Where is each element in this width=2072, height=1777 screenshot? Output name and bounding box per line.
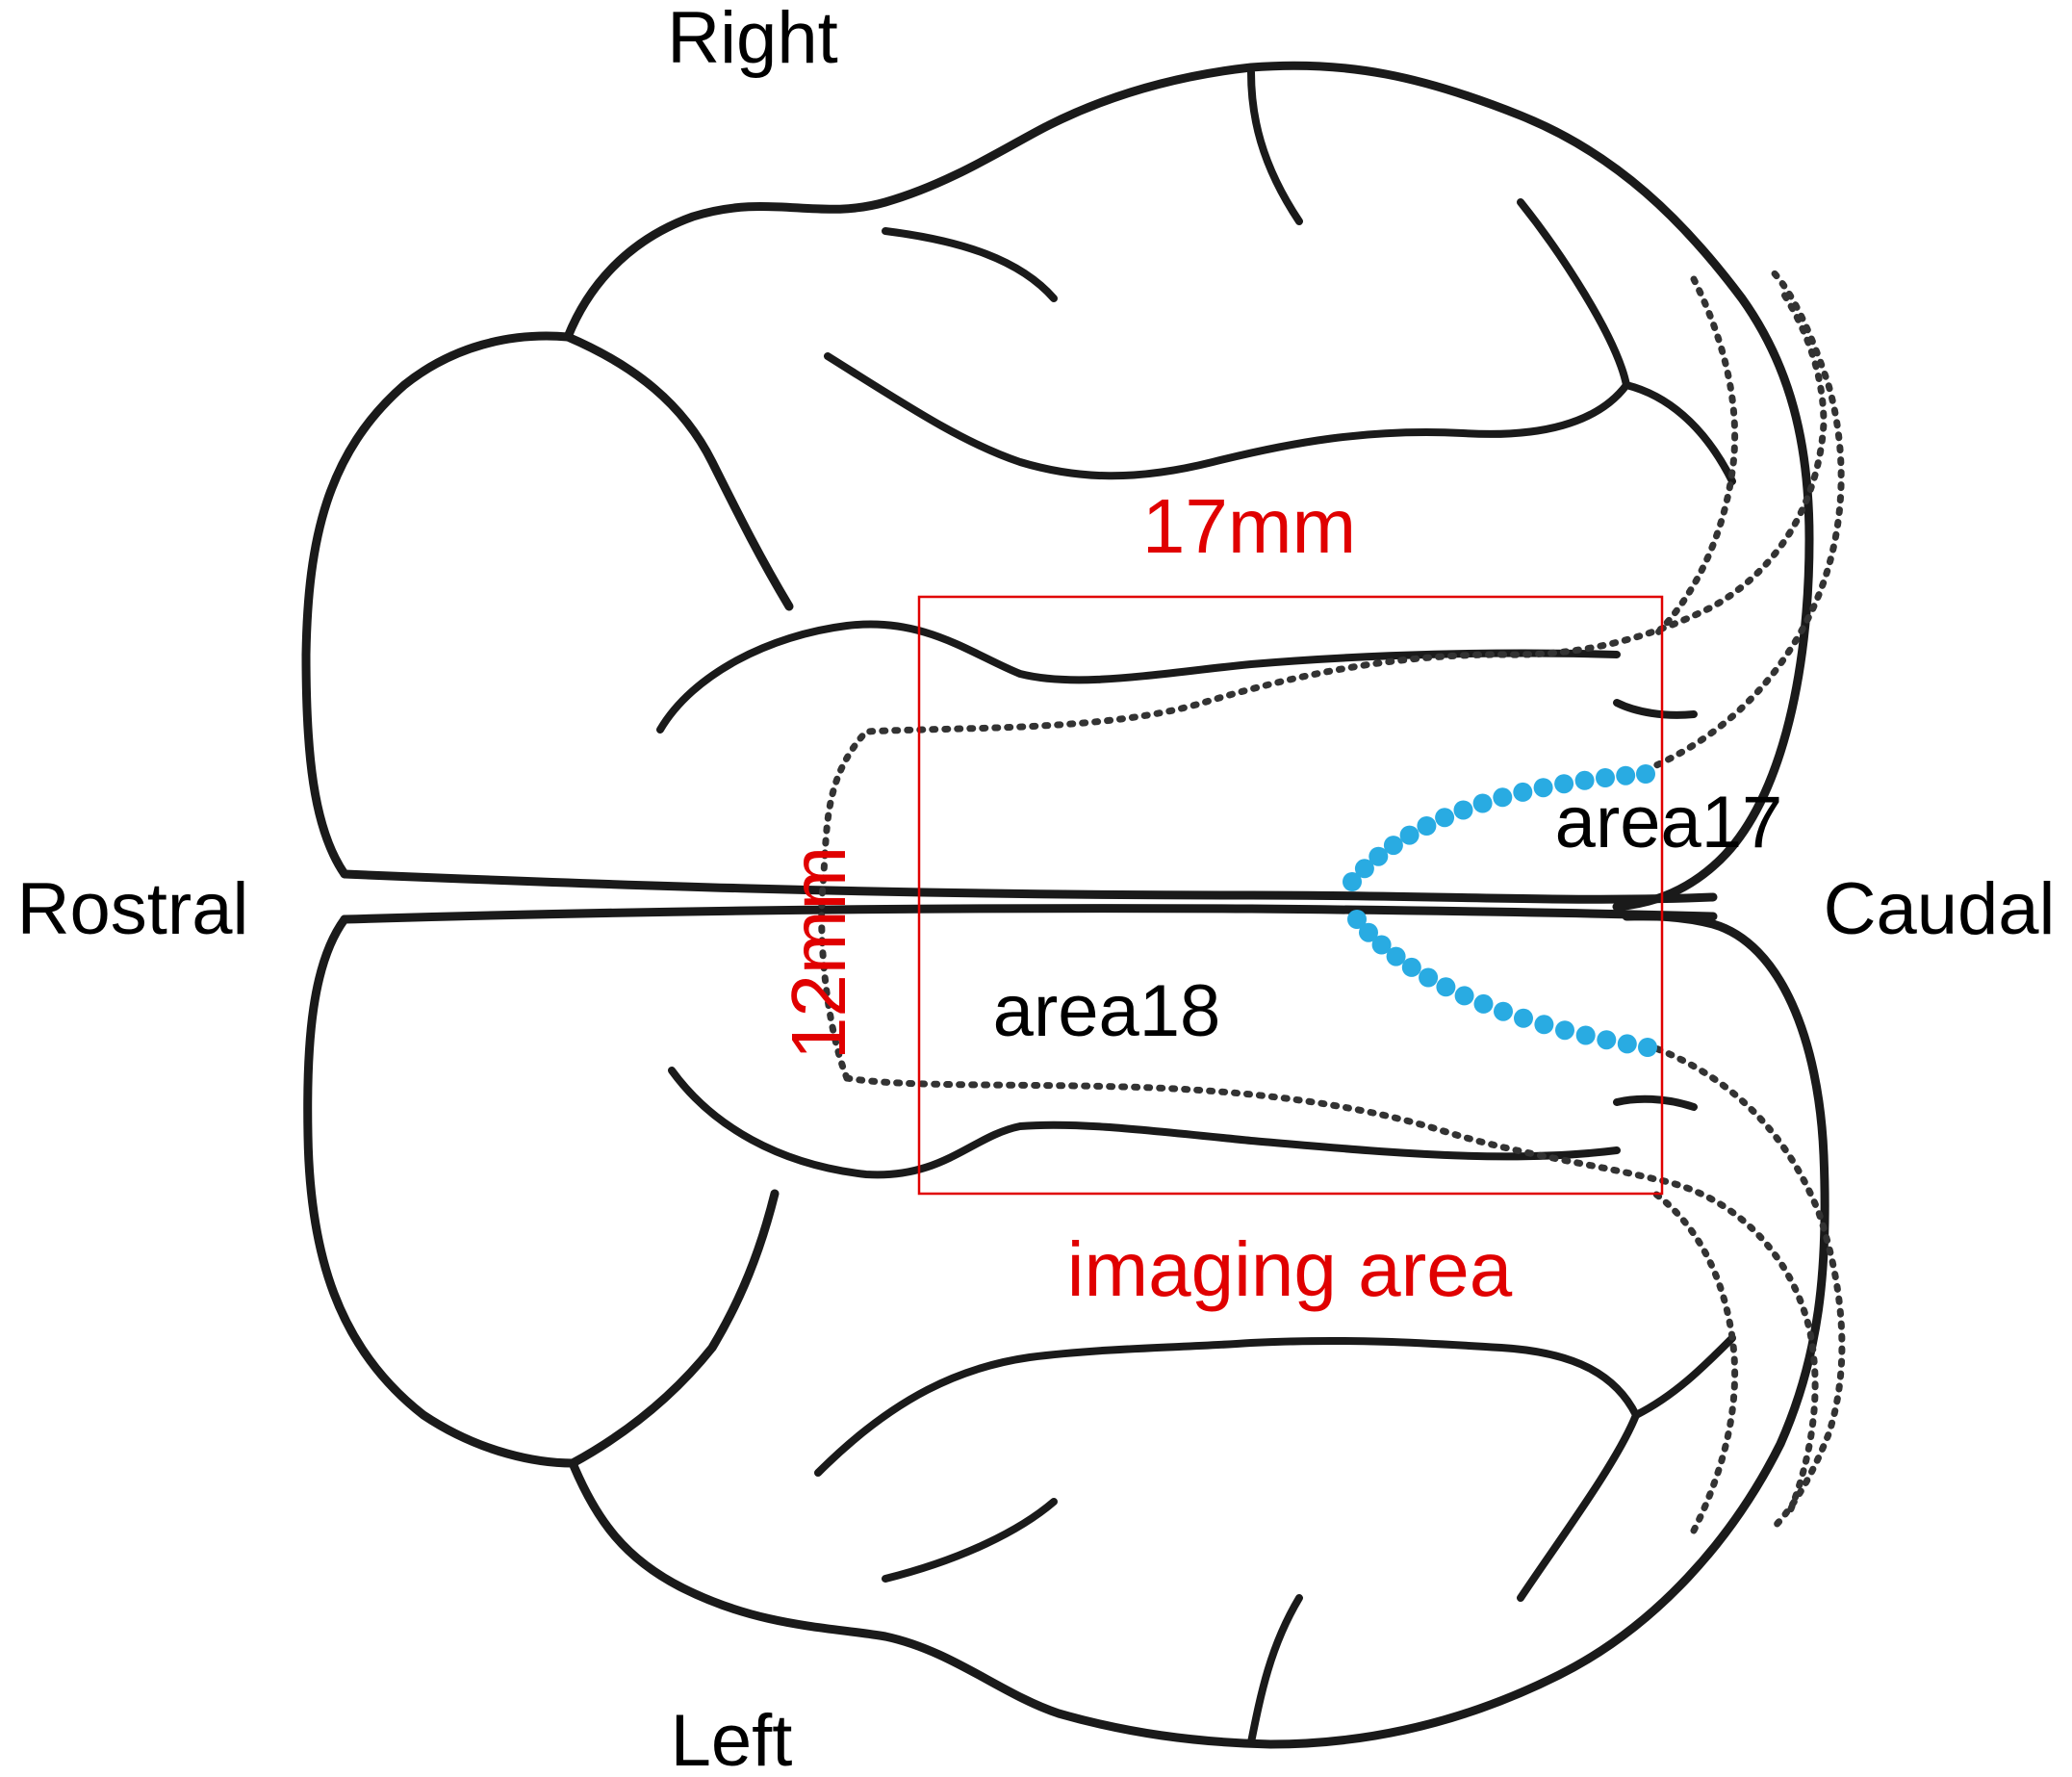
boundary-dot-upper xyxy=(1513,782,1533,802)
boundary-dot-upper xyxy=(1616,765,1636,785)
boundary-dot-lower xyxy=(1473,993,1494,1014)
boundary-dot-upper xyxy=(1472,793,1493,813)
boundary-dot-lower xyxy=(1371,935,1392,955)
boundary-dot-lower xyxy=(1401,957,1421,977)
boundary-dot-upper xyxy=(1533,778,1553,798)
label-area17: area17 xyxy=(1555,782,1783,863)
boundary-dot-upper xyxy=(1596,768,1615,787)
imaging-area-box xyxy=(917,595,1664,1196)
boundary-dot-lower xyxy=(1638,1038,1657,1057)
left-frontal-sulcus xyxy=(568,1189,780,1468)
right-caudal-sulcus xyxy=(1623,381,1736,485)
label-imaging-area: imaging area xyxy=(1067,1226,1513,1312)
boundary-dot-upper xyxy=(1435,808,1455,828)
boundary-dot-upper xyxy=(1636,764,1655,784)
boundary-dot-upper xyxy=(1354,859,1374,879)
boundary-dot-upper xyxy=(1399,825,1420,845)
left-area17-border-dotted xyxy=(1642,1041,1846,1534)
boundary-dot-upper xyxy=(1417,816,1437,836)
boundary-dot-upper xyxy=(1343,872,1362,891)
boundary-dot-upper xyxy=(1369,846,1389,866)
boundary-dot-lower xyxy=(1347,910,1367,929)
label-area18: area18 xyxy=(993,970,1221,1052)
boundary-dot-upper xyxy=(1574,770,1595,790)
boundary-dot-lower xyxy=(1494,1001,1513,1021)
boundary-dot-lower xyxy=(1454,986,1474,1006)
label-rostral: Rostral xyxy=(17,868,249,950)
boundary-dot-lower xyxy=(1534,1015,1554,1035)
left-suprasplenial-sulcus xyxy=(814,1336,1640,1602)
label-caudal: Caudal xyxy=(1824,868,2056,950)
left-area18-border-dotted xyxy=(843,1074,1819,1515)
label-left: Left xyxy=(671,1700,793,1777)
right-inner-dotted xyxy=(1651,275,1739,639)
boundary-dot-upper xyxy=(1383,836,1403,856)
left-inner-dotted xyxy=(1651,1190,1739,1534)
area17-18-boundary xyxy=(1343,764,1657,1057)
boundary-dot-lower xyxy=(1514,1008,1533,1028)
label-right: Right xyxy=(667,0,837,79)
right-lateral-sulcus-tail xyxy=(1613,699,1698,719)
right-frontal-sulcus xyxy=(563,332,794,611)
boundary-dot-lower xyxy=(1597,1030,1617,1050)
boundary-dot-lower xyxy=(1555,1020,1574,1041)
label-height-mm: 12mm xyxy=(776,846,861,1060)
right-area17-border-dotted xyxy=(1642,266,1845,774)
midline-upper xyxy=(340,869,1718,904)
right-hemisphere-outline xyxy=(301,61,1814,912)
right-lateral-sulcus xyxy=(656,620,1621,734)
boundary-dot-lower xyxy=(1436,977,1456,997)
midline-lower xyxy=(340,904,1718,924)
boundary-dot-upper xyxy=(1493,787,1513,808)
label-width-mm: 17mm xyxy=(1142,483,1356,569)
right-lateral-sulcus-branch xyxy=(882,227,1058,302)
boundary-dot-lower xyxy=(1419,967,1439,988)
boundary-dot-lower xyxy=(1617,1034,1637,1054)
boundary-dot-lower xyxy=(1386,946,1406,966)
left-lateral-sulcus-tail xyxy=(1613,1095,1698,1111)
left-lateral-sulcus xyxy=(668,1067,1621,1179)
right-area18-border-dotted xyxy=(818,285,1828,1082)
left-lower-sulcus xyxy=(1247,1594,1303,1746)
left-hemisphere-outline xyxy=(303,912,1829,1749)
boundary-dot-upper xyxy=(1453,800,1473,820)
boundary-dot-lower xyxy=(1359,922,1378,942)
boundary-dot-lower xyxy=(1575,1025,1596,1045)
left-lateral-sulcus-branch xyxy=(882,1498,1058,1583)
left-caudal-sulcus xyxy=(1632,1334,1736,1419)
boundary-dot-upper xyxy=(1554,774,1574,794)
right-suprasplenial-sulcus xyxy=(824,198,1630,480)
right-upper-sulcus xyxy=(1247,68,1303,225)
